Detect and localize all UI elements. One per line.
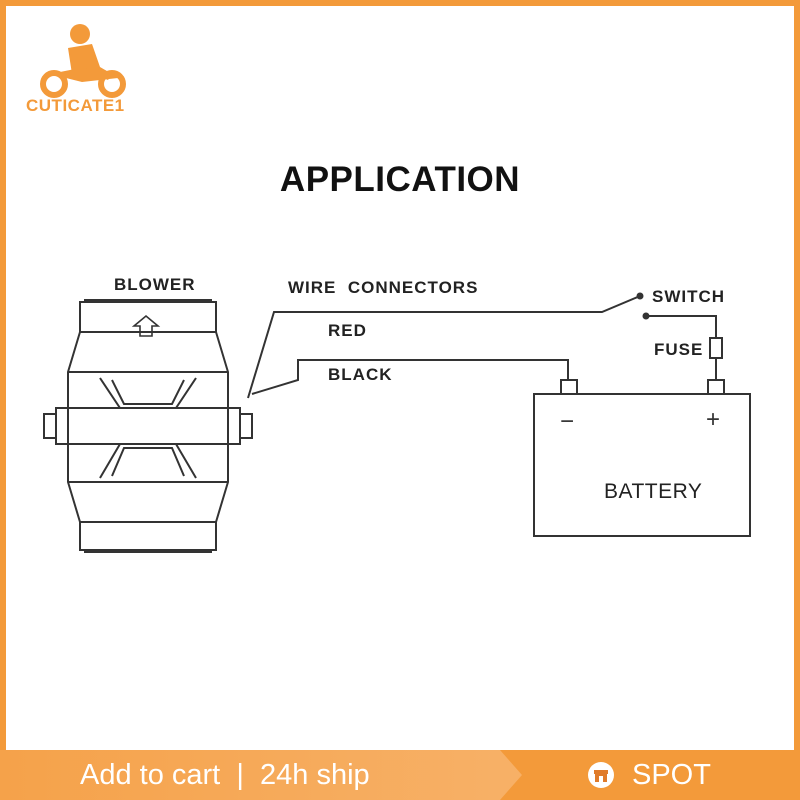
positive-terminal [707,379,725,395]
bottom-bar: Add to cart | 24h ship SPOT [0,750,800,800]
spot-text: SPOT [632,759,711,791]
switch-label: SWITCH [652,287,726,306]
fuse-label: FUSE [654,340,704,359]
fuse [709,337,723,359]
negative-sign: − [560,408,575,435]
motorcycle-rider-icon [40,24,126,98]
brand-name: CUTICATE1 [26,96,125,115]
diagram-title: APPLICATION [279,160,521,199]
black-wire [251,359,569,395]
add-to-cart-panel[interactable] [0,750,500,800]
positive-sign: + [706,406,721,433]
add-to-cart-text[interactable]: Add to cart | 24h ship [80,759,370,791]
blower-drawing [43,299,253,553]
switch-wire [646,315,717,338]
blower-label: BLOWER [114,275,196,294]
store-icon [588,762,614,788]
battery-label: BATTERY [604,480,703,503]
red-wire-label: RED [328,321,367,340]
black-wire-label: BLACK [328,365,393,384]
wire-connectors-label: WIRE CONNECTORS [288,278,479,297]
battery-body [533,393,751,537]
bar-arrow [500,750,522,800]
negative-terminal [560,379,578,395]
red-wire [247,295,641,399]
